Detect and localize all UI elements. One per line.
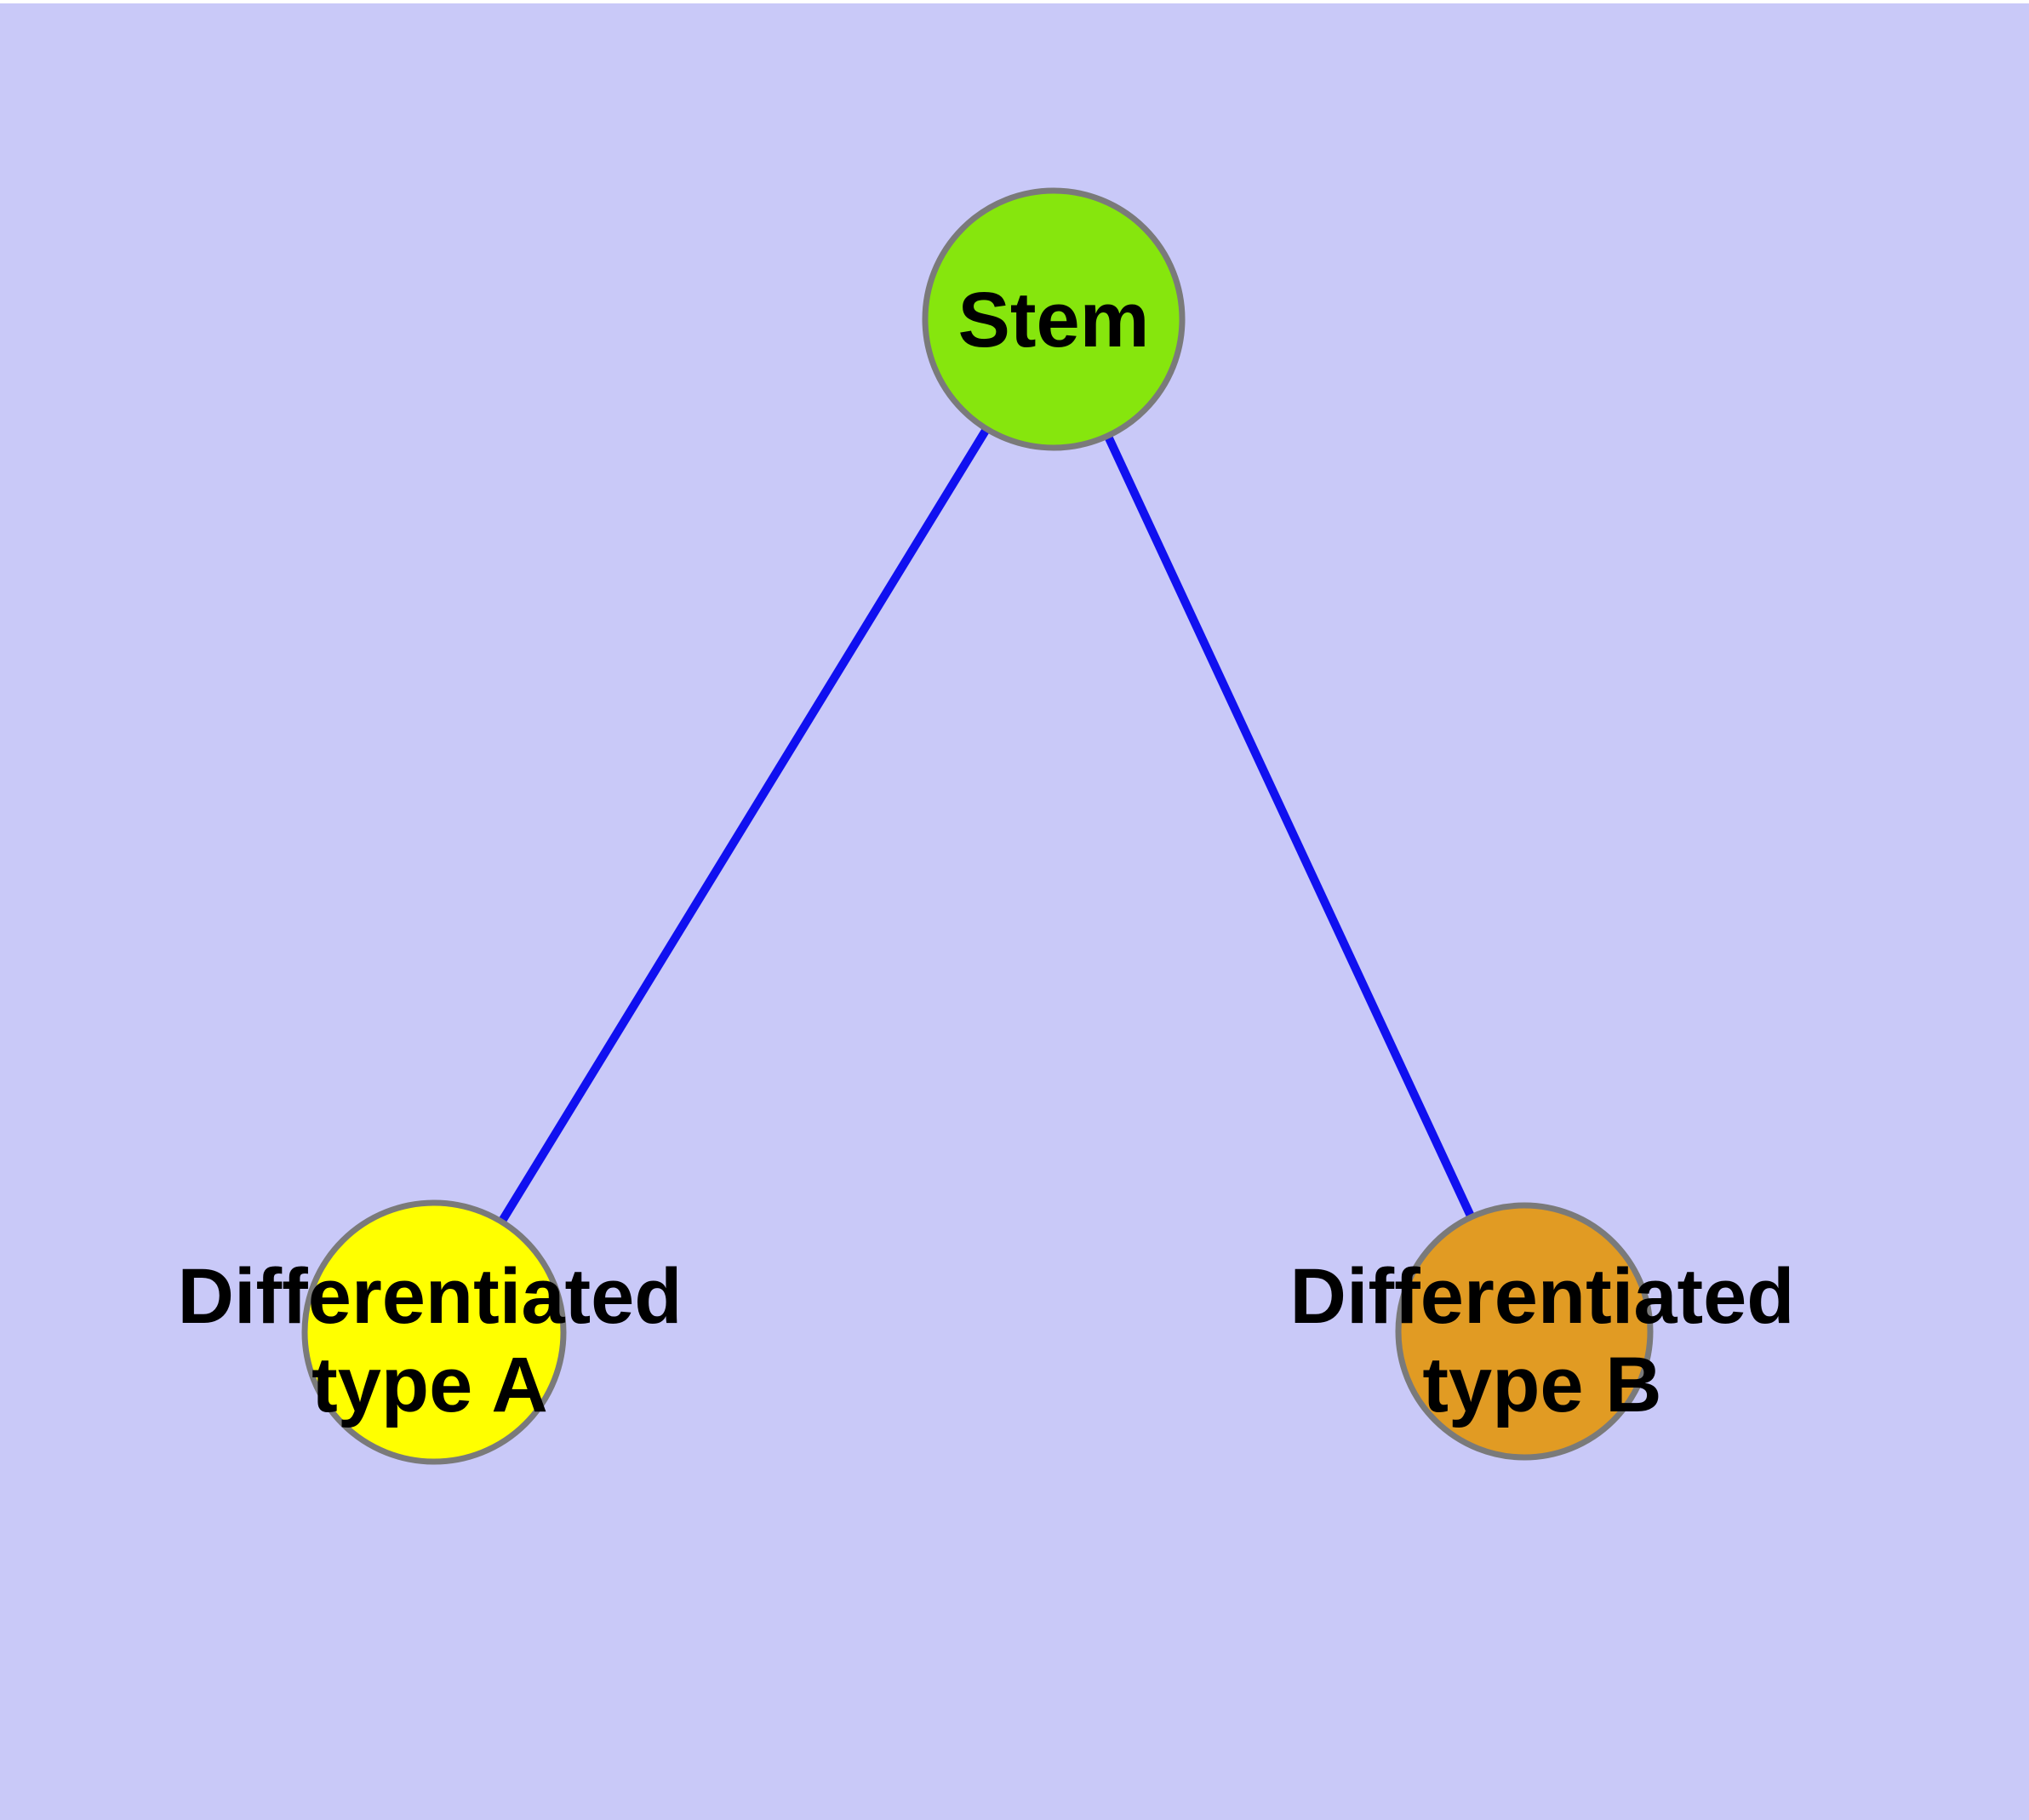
edge-stem-typeB <box>1049 317 1529 1334</box>
node-typeA-label-line: type A <box>311 1342 548 1428</box>
node-typeA-circle <box>301 1199 567 1465</box>
node-typeB-label-line: type B <box>1422 1342 1662 1428</box>
edge-stem-typeA <box>430 317 1058 1335</box>
node-stem-circle <box>922 187 1186 451</box>
node-typeA-label-line: Differentiated <box>177 1253 683 1341</box>
node-link-graph <box>0 3 2029 1820</box>
nodes-group <box>301 187 1654 1465</box>
node-typeB-label-line: Differentiated <box>1289 1253 1795 1341</box>
edges-group <box>430 317 1529 1335</box>
node-typeB-circle <box>1395 1202 1654 1461</box>
node-stem-label-line: Stem <box>957 277 1150 364</box>
node-stem-label: Stem <box>958 277 1150 365</box>
